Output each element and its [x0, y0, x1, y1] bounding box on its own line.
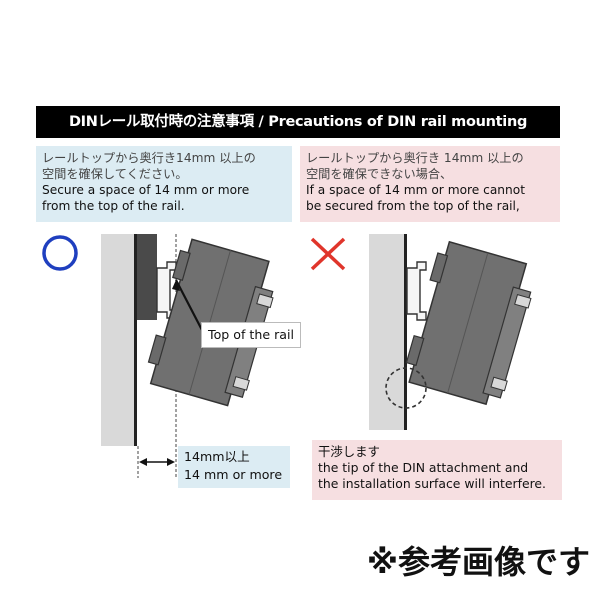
ng-cross-icon	[310, 237, 346, 271]
ok-callout-arrowhead	[172, 280, 180, 291]
page-title: DINレール取付時の注意事項 / Precautions of DIN rail…	[36, 106, 560, 138]
interference-note-en-line-2: the installation surface will interfere.	[318, 476, 546, 491]
correct-note-en-line-2: from the top of the rail.	[42, 199, 185, 213]
ok-dim-arrow-left	[139, 458, 147, 466]
incorrect-note: レールトップから奥行き 14mm 以上の 空間を確保できない場合、 If a s…	[300, 146, 560, 222]
correct-note-en-line-1: Secure a space of 14 mm or more	[42, 183, 250, 197]
correct-note-jp-line-2: 空間を確保してください。	[42, 167, 188, 181]
correct-note-jp-line-1: レールトップから奥行き14mm 以上の	[42, 151, 256, 165]
interference-note: 干渉します the tip of the DIN attachment and …	[312, 440, 562, 500]
ok-callout-line	[175, 279, 204, 333]
ng-wall	[369, 234, 405, 430]
incorrect-note-en-line-1: If a space of 14 mm or more cannot	[306, 183, 525, 197]
spacing-note-jp: 14mm以上	[184, 449, 250, 464]
interference-note-jp: 干渉します	[318, 444, 380, 459]
ok-circle-icon	[42, 235, 78, 271]
ok-wall-edge	[134, 234, 137, 446]
top-of-rail-label: Top of the rail	[201, 322, 301, 348]
ng-din-rail	[406, 261, 427, 321]
ok-din-rail	[156, 261, 177, 319]
reference-image-caption: ※参考画像です	[366, 543, 590, 581]
ok-mount-block	[137, 234, 157, 320]
ng-wall-edge	[404, 234, 407, 430]
interference-note-en-line-1: the tip of the DIN attachment and	[318, 460, 529, 475]
incorrect-note-jp-line-2: 空間を確保できない場合、	[306, 167, 453, 181]
spacing-note: 14mm以上 14 mm or more	[178, 446, 290, 488]
ng-interference-marker	[385, 367, 427, 409]
correct-note: レールトップから奥行き14mm 以上の 空間を確保してください。 Secure …	[36, 146, 292, 222]
spacing-note-en: 14 mm or more	[184, 467, 283, 482]
ok-dim-arrow-right	[167, 458, 175, 466]
ng-device	[405, 240, 532, 406]
incorrect-note-jp-line-1: レールトップから奥行き 14mm 以上の	[306, 151, 524, 165]
ok-wall	[101, 234, 135, 446]
incorrect-note-en-line-2: be secured from the top of the rail,	[306, 199, 520, 213]
